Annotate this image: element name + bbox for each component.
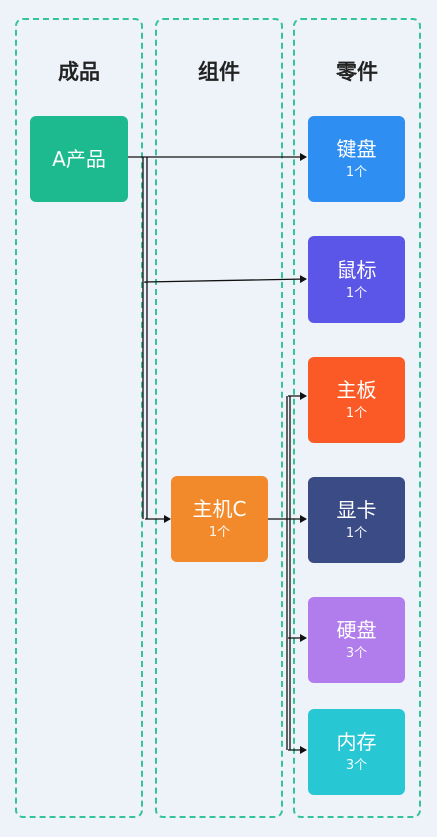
- column-title-component: 组件: [198, 60, 240, 84]
- column-title-finished: 成品: [58, 60, 100, 84]
- node-mouse-label: 鼠标: [336, 257, 377, 282]
- node-gpu-qty: 1个: [345, 526, 368, 541]
- node-memory[interactable]: 内存 3个: [308, 709, 405, 795]
- node-mouse-qty: 1个: [345, 285, 368, 301]
- node-keyboard-qty: 1个: [345, 165, 368, 180]
- column-component: 组件: [155, 18, 283, 818]
- node-disk-label: 硬盘: [336, 618, 377, 642]
- column-part: 零件: [293, 18, 421, 818]
- node-memory-label: 内存: [336, 730, 377, 754]
- node-disk[interactable]: 硬盘 3个: [308, 597, 405, 683]
- node-keyboard-label: 键盘: [336, 137, 377, 161]
- node-product-a-label: A产品: [52, 147, 106, 171]
- node-product-a[interactable]: A产品: [30, 116, 128, 202]
- column-finished: 成品: [15, 18, 143, 818]
- node-gpu[interactable]: 显卡 1个: [308, 477, 405, 563]
- node-disk-qty: 3个: [345, 646, 368, 661]
- node-mainboard-label: 主板: [336, 378, 377, 402]
- node-host-c-label: 主机C: [192, 497, 247, 521]
- node-gpu-label: 显卡: [336, 498, 377, 522]
- node-mainboard[interactable]: 主板 1个: [308, 357, 405, 443]
- node-host-c[interactable]: 主机C 1个: [171, 476, 268, 562]
- node-memory-qty: 3个: [345, 758, 368, 773]
- node-keyboard[interactable]: 键盘 1个: [308, 116, 405, 202]
- node-mouse[interactable]: 鼠标 1个: [308, 236, 405, 323]
- column-title-part: 零件: [336, 60, 378, 84]
- node-mainboard-qty: 1个: [345, 406, 368, 421]
- node-host-c-qty: 1个: [208, 525, 231, 540]
